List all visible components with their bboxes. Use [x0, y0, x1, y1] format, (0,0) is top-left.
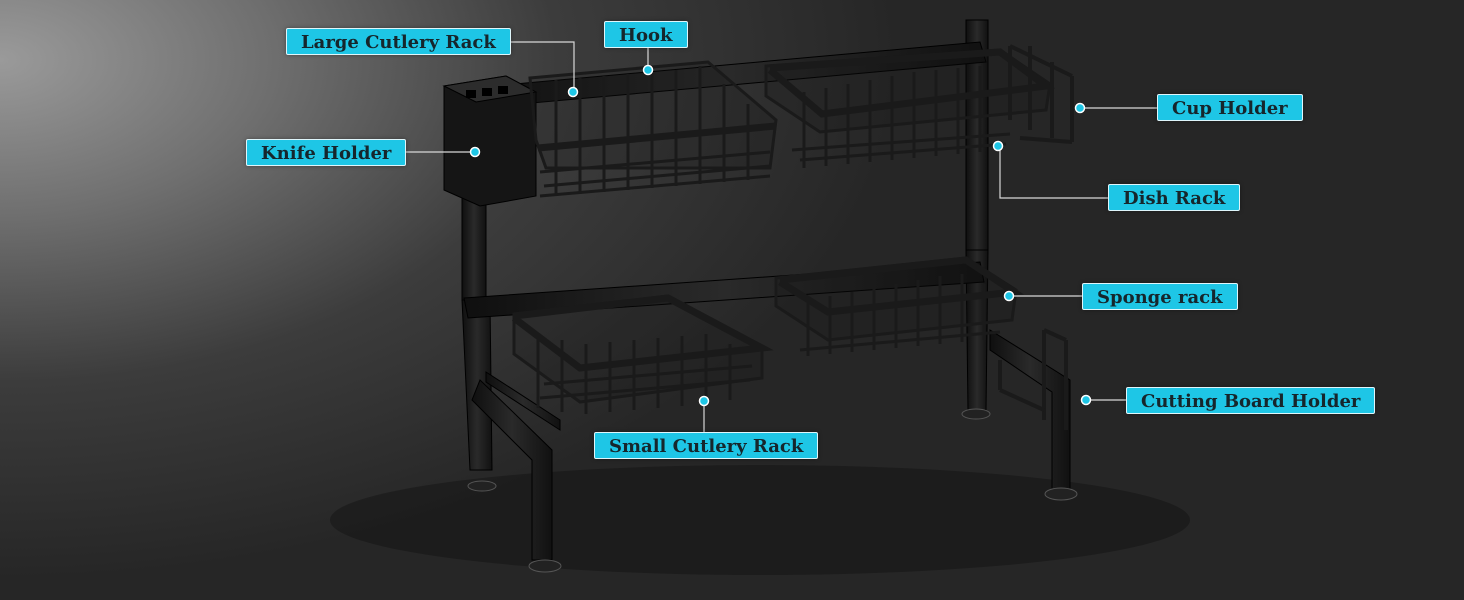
- marker-small-cutlery: [698, 395, 710, 407]
- marker-hook: [642, 64, 654, 76]
- marker-dish: [992, 140, 1004, 152]
- cup-holder-arms: [1008, 44, 1074, 144]
- marker-board: [1080, 394, 1092, 406]
- large-cutlery-basket: [528, 60, 778, 198]
- leader-dish: [999, 146, 1108, 199]
- marker-dots: [469, 64, 1092, 407]
- cutting-board-holder-frame: [998, 328, 1068, 430]
- knife-holder-box: [442, 75, 538, 207]
- callout-cup-holder: Cup Holder: [1157, 94, 1303, 121]
- marker-large-cutlery: [567, 86, 579, 98]
- dish-rack-basket: [764, 48, 1056, 168]
- callout-small-cutlery-rack: Small Cutlery Rack: [594, 432, 819, 459]
- callout-sponge-rack: Sponge rack: [1082, 283, 1238, 310]
- callout-knife-holder: Knife Holder: [246, 139, 407, 166]
- callout-dish-rack: Dish Rack: [1108, 184, 1241, 211]
- leader-large-cutlery: [505, 41, 575, 92]
- marker-knife: [469, 146, 481, 158]
- small-cutlery-basket: [511, 294, 774, 414]
- callout-cutting-board-holder: Cutting Board Holder: [1126, 387, 1376, 414]
- marker-sponge: [1003, 290, 1015, 302]
- leg-feet: [467, 408, 1078, 573]
- callout-hook: Hook: [604, 21, 688, 48]
- sponge-rack-basket: [774, 256, 1024, 356]
- callout-large-cutlery-rack: Large Cutlery Rack: [286, 28, 511, 55]
- marker-cup: [1074, 102, 1086, 114]
